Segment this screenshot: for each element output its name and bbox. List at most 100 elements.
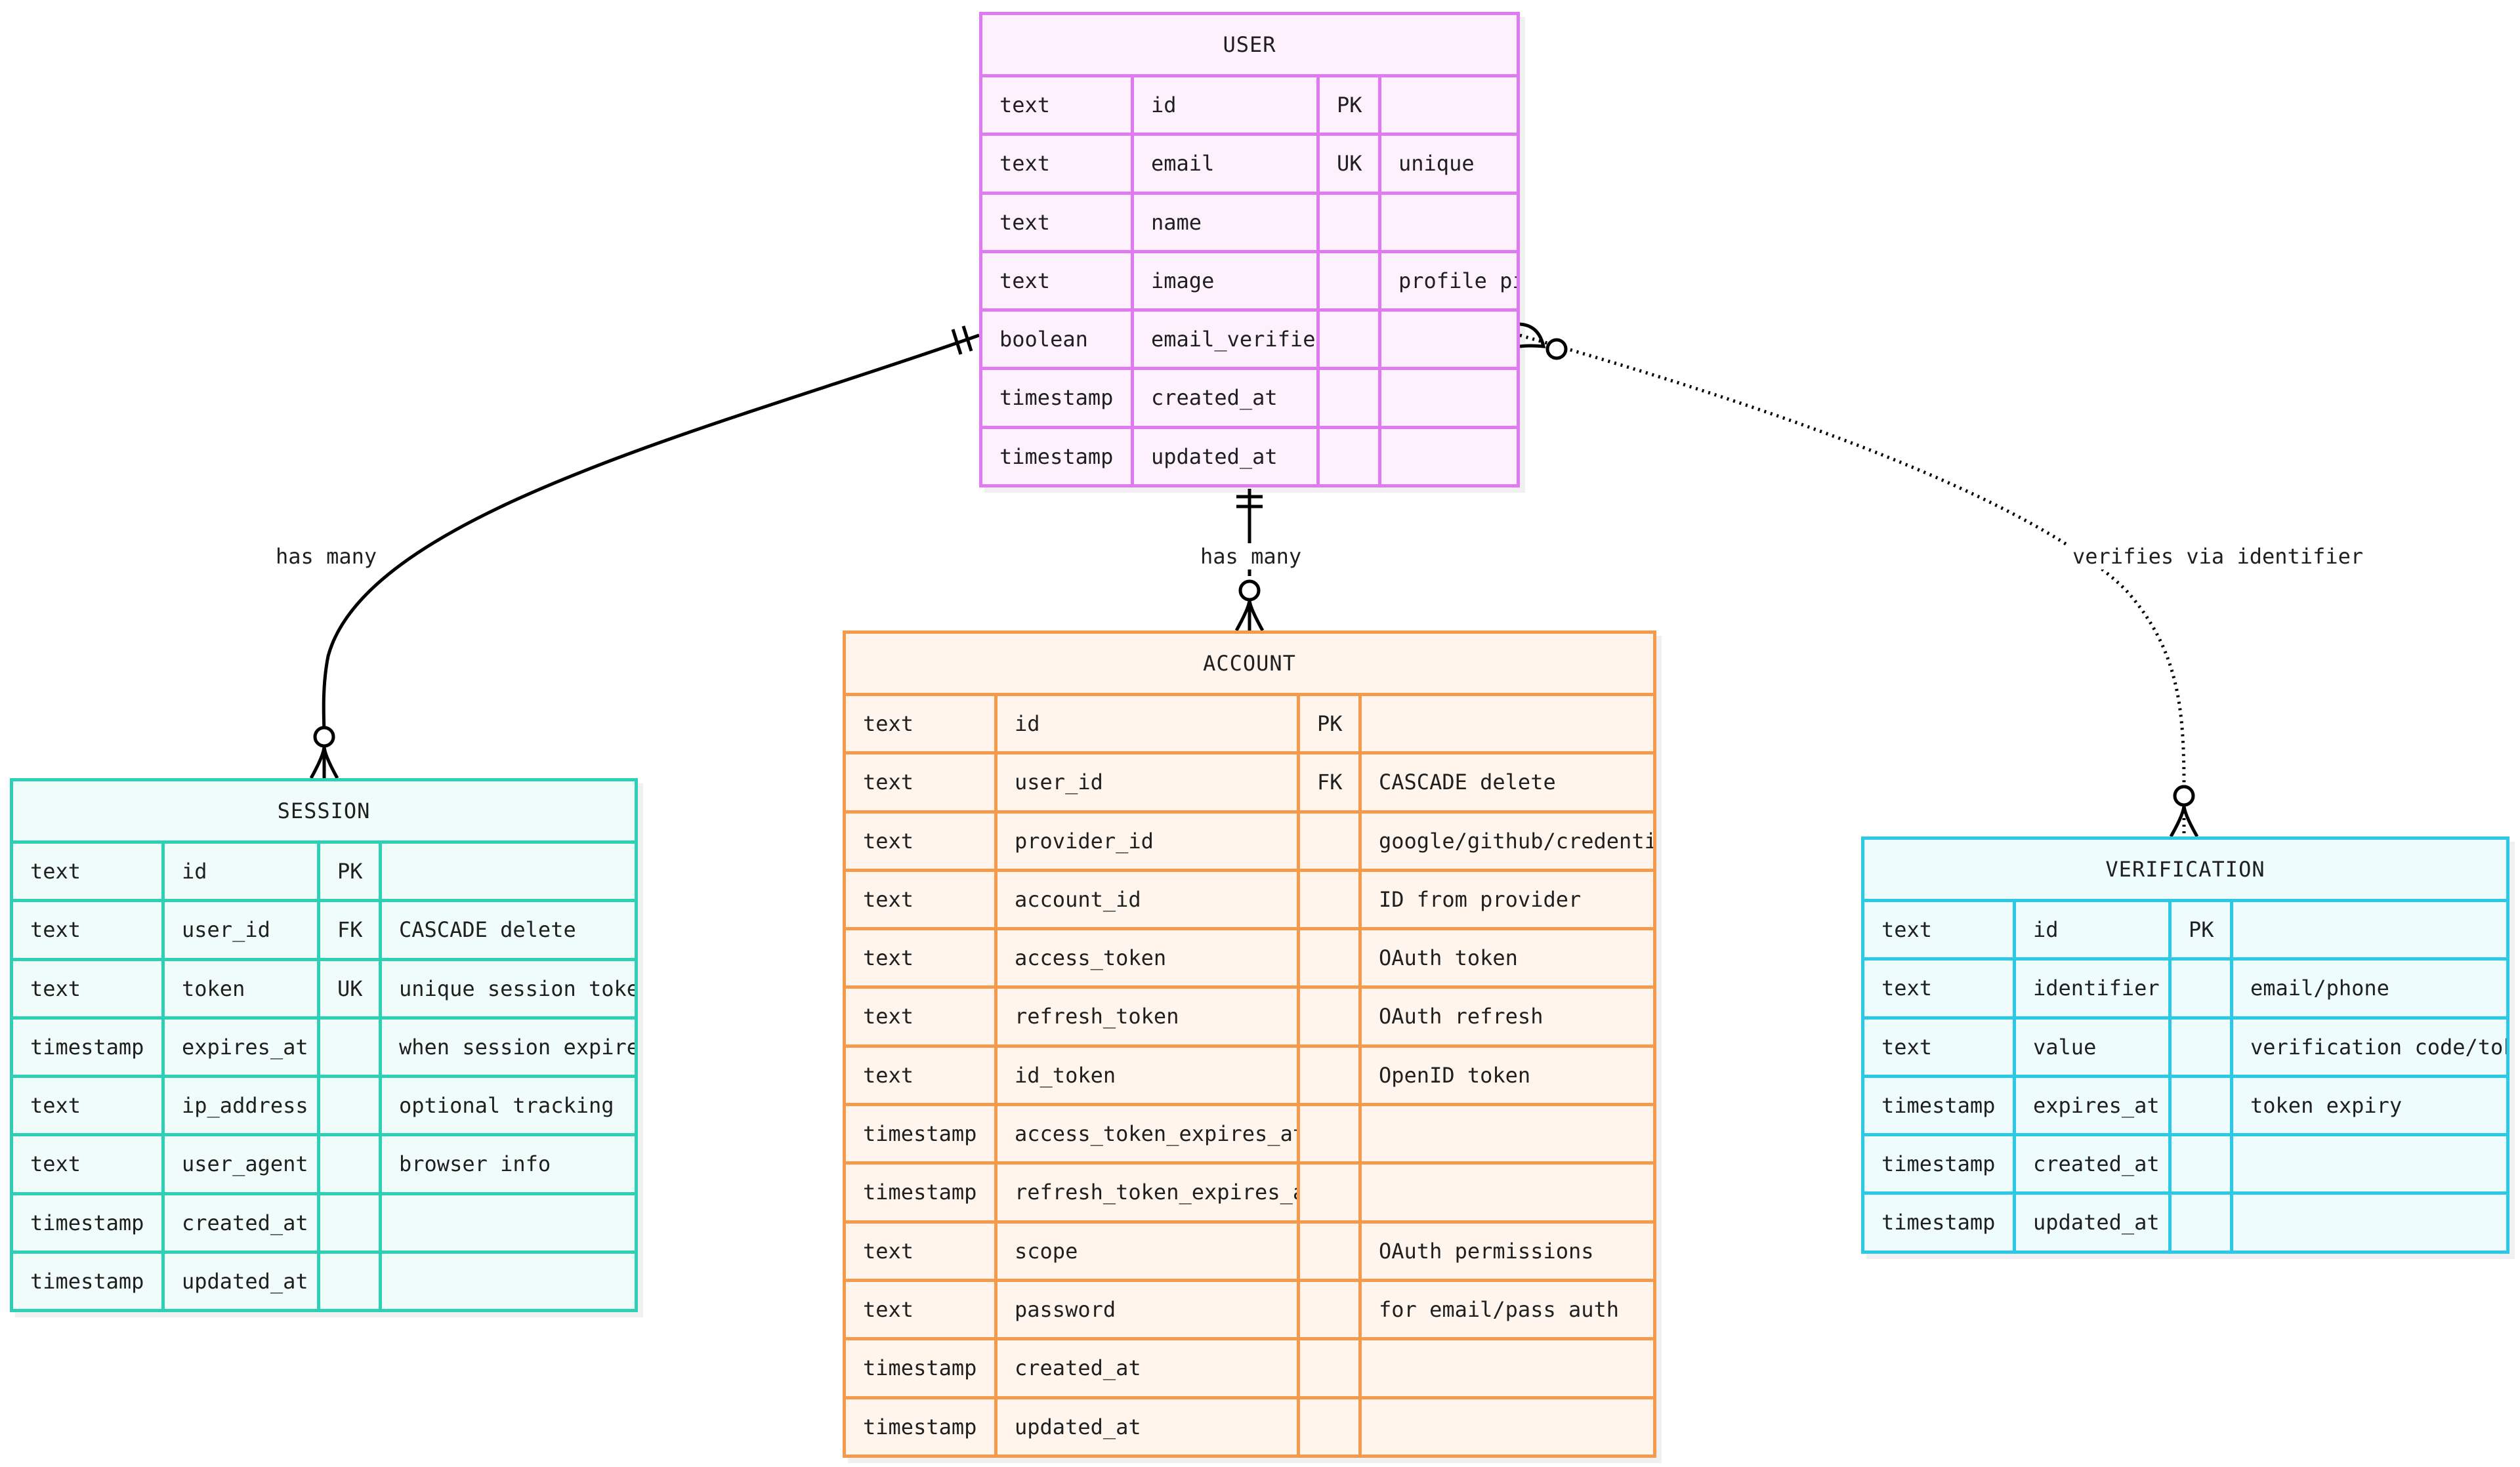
attr-name: provider_id [994,813,1297,869]
attr-name: id [994,696,1297,752]
attr-key [1297,1281,1358,1338]
attr-key [1297,1399,1358,1455]
attr-key [2168,1136,2230,1192]
attr-comment [1358,1165,1653,1220]
attr-comment: OAuth refresh [1358,989,1653,1044]
attr-type: timestamp [1881,1151,1996,1177]
rel-user-session-one-marker [951,325,973,355]
attr-comment [379,844,635,899]
attr-comment [2230,902,2506,958]
attr-key: UK [317,961,379,1016]
attr-comment [379,1254,635,1310]
attr-type: timestamp [30,1034,144,1060]
attr-comment [1378,428,1517,485]
attr-type: text [999,151,1051,176]
attr-name: email_verified [1131,312,1316,367]
attr-key [1297,813,1358,869]
attr-key [1297,1223,1358,1279]
attr-comment: when session expires [379,1019,635,1075]
attr-name: access_token_expires_at [994,1106,1297,1162]
entity-title: USER [1223,32,1276,57]
attr-type: text [30,1151,81,1177]
attr-key [1297,1106,1358,1162]
attr-name: user_agent [161,1136,317,1192]
attr-name: id [2013,902,2168,958]
attr-comment: google/github/credential [1358,813,1653,869]
rel-user-account-label: has many [1196,543,1306,569]
attr-name: created_at [161,1195,317,1251]
attr-type: text [863,711,914,736]
attr-key [2168,961,2230,1016]
rel-user-session-many-marker [309,726,339,779]
attr-name: access_token [994,930,1297,986]
attr-type: text [30,917,81,943]
attr-type: text [863,1296,914,1322]
attr-key [317,1254,379,1310]
attr-comment [1378,194,1517,250]
attr-key [1297,1165,1358,1220]
attr-comment [379,1195,635,1251]
attr-comment [1358,1106,1653,1162]
attr-name: id [161,844,317,899]
attr-key [2168,1195,2230,1250]
attr-comment [1358,1399,1653,1455]
attr-comment: OAuth token [1358,930,1653,986]
attr-type: text [30,1093,81,1119]
attr-type: timestamp [863,1414,977,1439]
attr-comment: ID from provider [1358,871,1653,928]
attr-type: timestamp [30,1269,144,1294]
attr-name: created_at [994,1340,1297,1396]
attr-name: id [1131,77,1316,133]
attr-comment: unique session token [379,961,635,1016]
attr-name: expires_at [161,1019,317,1075]
attr-key: FK [317,902,379,958]
attr-key [1316,312,1378,367]
attr-type: text [863,945,914,971]
attr-type: timestamp [999,444,1114,469]
attribute-row: timestamp created_at [13,1191,635,1251]
attr-type: timestamp [863,1121,977,1147]
attr-key: PK [317,844,379,899]
attr-type: boolean [999,327,1088,352]
attr-key [2168,1019,2230,1075]
attr-comment [2230,1195,2506,1250]
attr-type: timestamp [30,1210,144,1235]
attr-type: text [863,886,914,912]
rel-user-verification-label: verifies via identifier [2068,543,2368,569]
rel-user-verification-line [1519,333,2186,788]
attr-type: text [863,770,914,795]
attr-key [1297,1047,1358,1104]
attr-name: expires_at [2013,1077,2168,1134]
attr-comment: verification code/token [2230,1019,2506,1075]
attr-type: text [1881,917,1933,942]
attr-key [1316,253,1378,309]
attr-name: token [161,961,317,1016]
attr-key [1316,194,1378,250]
attr-comment: OpenID token [1358,1047,1653,1104]
attr-key: PK [2168,902,2230,958]
attr-type: text [999,93,1051,117]
attr-type: text [30,859,81,884]
attr-name: scope [994,1223,1297,1279]
attr-comment: CASCADE delete [379,902,635,958]
attr-type: text [999,209,1051,235]
attr-name: email [1131,136,1316,192]
attr-name: identifier [2013,961,2168,1016]
attr-comment: profile pic [1378,253,1517,309]
